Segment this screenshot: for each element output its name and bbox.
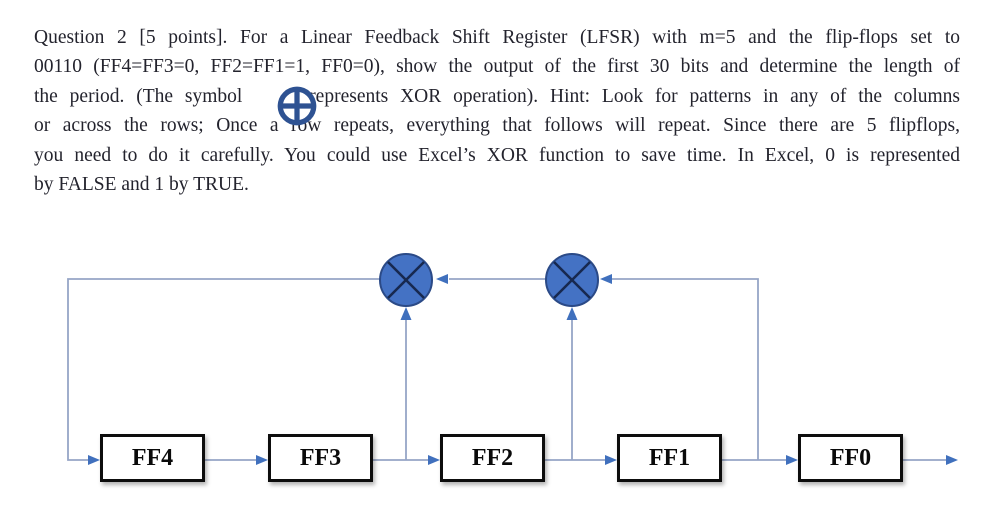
question-line-3-post: represents XOR operation). Hint: Look fo… [309, 85, 961, 107]
flipflop-ff3-label: FF3 [299, 444, 342, 471]
question-line-3: the period. (The symbol represents XOR o… [34, 82, 961, 126]
arrowhead-into-xor1-right [436, 274, 448, 284]
flipflop-ff3: FF3 [268, 434, 373, 482]
question-line-4: or across the rows; Once a row repeats, … [34, 115, 960, 137]
flipflop-ff1: FF1 [617, 434, 722, 482]
arrowhead-into-ff4 [88, 455, 100, 465]
xor-symbol-icon [277, 86, 317, 126]
flipflop-ff0-label: FF0 [829, 444, 872, 471]
xor-gate-right [545, 253, 599, 307]
flipflop-ff4-label: FF4 [131, 444, 174, 471]
xor-gate-left [379, 253, 433, 307]
flipflop-ff2-label: FF2 [471, 444, 514, 471]
flipflop-ff2: FF2 [440, 434, 545, 482]
question-line-2: 00110 (FF4=FF3=0, FF2=FF1=1, FF0=0), sho… [34, 56, 960, 78]
question-line-1: Question 2 [5 points]. For a Linear Feed… [34, 27, 960, 48]
arrowhead-into-ff1 [605, 455, 617, 465]
arrowhead-into-xor2-bottom [566, 307, 578, 320]
question-line-5: you need to do it carefully. You could u… [34, 144, 960, 166]
arrowhead-into-xor1-bottom [400, 307, 412, 320]
question-line-3-pre: the period. (The symbol [34, 85, 243, 107]
question-text-block: Question 2 [5 points]. For a Linear Feed… [34, 23, 960, 199]
arrowhead-into-ff3 [256, 455, 268, 465]
arrowhead-output [946, 455, 958, 465]
flipflop-ff0: FF0 [798, 434, 903, 482]
arrowhead-into-ff2 [428, 455, 440, 465]
wire-feedback-to-ff4 [67, 278, 380, 461]
wire-tap-ff0-to-xor2 [612, 278, 759, 460]
flipflop-ff4: FF4 [100, 434, 205, 482]
arrowhead-into-xor2-right [600, 274, 612, 284]
question-line-6: by FALSE and 1 by TRUE. [34, 174, 249, 196]
arrowhead-into-ff0 [786, 455, 798, 465]
flipflop-ff1-label: FF1 [648, 444, 691, 471]
xor-symbol-slot [276, 86, 318, 126]
